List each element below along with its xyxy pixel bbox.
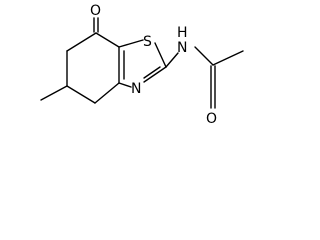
bond-c5-methyl xyxy=(40,85,68,101)
bond-c2-n3-inner xyxy=(143,66,161,79)
bond-c7-c6 xyxy=(66,32,97,52)
bond-c2-n3 xyxy=(143,66,167,83)
bond-c4-c3a xyxy=(94,82,120,104)
atom-sulfur: S xyxy=(143,34,152,50)
bond-nh-carbonyl xyxy=(194,46,214,66)
atom-acetyl-oxygen: O xyxy=(206,111,217,127)
molecule-structure: O S N H N O xyxy=(40,3,244,127)
bond-n3-c3a xyxy=(118,82,132,88)
atom-amide-nitrogen: N xyxy=(177,40,187,56)
molecule-canvas: O S N H N O xyxy=(0,0,260,145)
atom-amide-hydrogen: H xyxy=(177,25,188,41)
bond-c5-c4 xyxy=(66,85,96,104)
bond-c2-nh xyxy=(165,52,179,68)
atom-ketone-oxygen: O xyxy=(90,3,101,19)
bond-c7a-s xyxy=(118,39,144,48)
bond-c7-c8 xyxy=(95,32,120,48)
atom-ring-nitrogen: N xyxy=(131,81,141,97)
bond-s-c2 xyxy=(154,42,167,68)
bond-carbonyl-methyl xyxy=(212,50,244,66)
